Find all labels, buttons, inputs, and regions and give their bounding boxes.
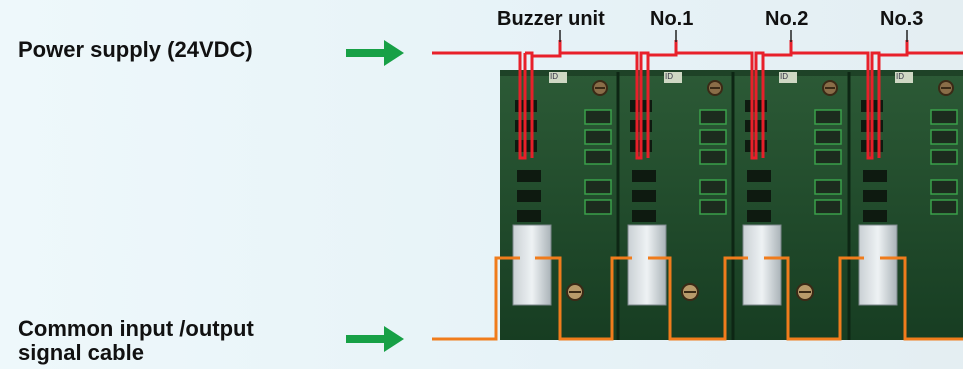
screw-icon [796, 283, 814, 301]
unit-no1 [627, 72, 727, 306]
common-io-label-line1: Common input /output [18, 316, 254, 341]
board-seams [616, 72, 851, 340]
unit-label-no2: No.2 [765, 8, 809, 30]
id-tag [664, 72, 682, 83]
terminal-block-right [930, 109, 958, 215]
unit-label-no3: No.3 [880, 8, 924, 30]
id-tag [895, 72, 913, 83]
screw-icon [566, 283, 584, 301]
io-connector [742, 224, 782, 306]
screw-icon [938, 80, 954, 96]
id-tag [779, 72, 797, 83]
terminal-block-right [814, 109, 842, 215]
id-tag-text: ID [780, 72, 788, 81]
screw-icon [707, 80, 723, 96]
io-connector [512, 224, 552, 306]
label-leader-lines [559, 30, 908, 42]
signal-arrow-icon [346, 326, 404, 352]
screw-icon [592, 80, 608, 96]
terminal-block-right [584, 109, 612, 215]
power-supply-wire [432, 40, 963, 160]
common-io-signal-wire [432, 256, 963, 341]
id-tag [549, 72, 567, 83]
screw-icon [681, 283, 699, 301]
power-supply-label: Power supply (24VDC) [18, 37, 253, 62]
terminal-block-right [699, 109, 727, 215]
io-connector [858, 224, 898, 306]
screw-icon [822, 80, 838, 96]
id-tag-text: ID [896, 72, 904, 81]
unit-label-no1: No.1 [650, 8, 694, 30]
common-io-label-line2: signal cable [18, 340, 144, 365]
id-tag-text: ID [550, 72, 558, 81]
unit-label-buzzer: Buzzer unit [497, 8, 605, 30]
io-connector [627, 224, 667, 306]
id-tag-text: ID [665, 72, 673, 81]
power-arrow-icon [346, 40, 404, 66]
